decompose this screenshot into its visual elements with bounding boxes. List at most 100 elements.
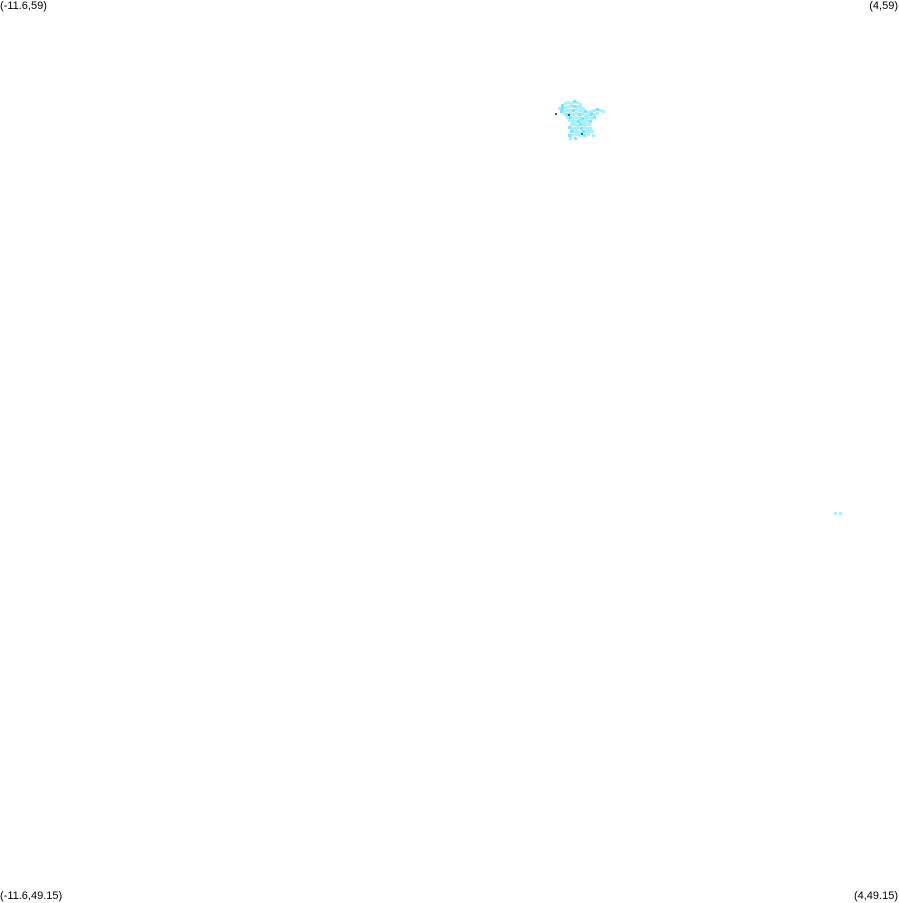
density-cell xyxy=(602,110,605,113)
density-cell xyxy=(582,107,585,110)
density-cell xyxy=(590,110,593,113)
density-cell xyxy=(588,123,591,126)
density-cell xyxy=(580,127,583,130)
density-cell xyxy=(590,113,593,116)
density-cell xyxy=(564,102,567,105)
density-cell xyxy=(579,103,582,106)
density-cell xyxy=(578,113,581,116)
density-cell xyxy=(579,131,582,134)
density-cell xyxy=(563,110,566,113)
density-cell xyxy=(573,105,576,108)
density-cell xyxy=(579,123,582,126)
density-cell xyxy=(570,102,573,105)
density-cell xyxy=(571,120,574,123)
density-cell xyxy=(581,110,584,113)
density-cells xyxy=(558,100,842,515)
density-cell xyxy=(566,109,569,112)
point-markers xyxy=(555,113,583,135)
density-cell xyxy=(587,133,590,136)
density-cell xyxy=(567,101,570,104)
density-cell xyxy=(571,127,574,130)
density-cell xyxy=(567,105,570,108)
density-cell xyxy=(584,114,587,117)
density-cell xyxy=(579,106,582,109)
density-cell xyxy=(573,123,576,126)
density-cell xyxy=(578,134,581,137)
density-cell xyxy=(576,101,579,104)
density-cell xyxy=(581,113,584,116)
density-cell xyxy=(572,117,575,120)
density-cell xyxy=(580,120,583,123)
density-cell xyxy=(576,105,579,108)
density-cell xyxy=(581,117,584,120)
corner-label-bottom-right: (4,49.15) xyxy=(853,890,898,902)
density-cell xyxy=(593,113,596,116)
density-cell xyxy=(599,109,602,112)
density-cell xyxy=(569,112,572,115)
density-cell xyxy=(566,113,569,116)
density-cell xyxy=(569,109,572,112)
density-cell xyxy=(574,127,577,130)
density-cell xyxy=(596,108,599,111)
density-cell xyxy=(577,120,580,123)
density-cell xyxy=(566,116,569,119)
density-cell xyxy=(570,105,573,108)
point-marker xyxy=(568,114,570,116)
density-cell xyxy=(561,104,564,107)
density-cell xyxy=(582,130,585,133)
density-cell xyxy=(575,116,578,119)
corner-label-top-right: (4,59) xyxy=(869,0,898,12)
density-cell xyxy=(582,123,585,126)
density-cell xyxy=(839,512,842,515)
corner-label-top-left: (-11.6,59) xyxy=(0,0,47,12)
density-cell xyxy=(563,113,566,116)
density-cell xyxy=(574,120,577,123)
density-cell xyxy=(572,109,575,112)
density-cell xyxy=(572,113,575,116)
density-cell xyxy=(585,130,588,133)
density-cell xyxy=(592,134,595,137)
density-cell xyxy=(568,119,571,122)
density-cell xyxy=(575,112,578,115)
density-cell xyxy=(590,117,593,120)
density-cell xyxy=(564,106,567,109)
density-cell xyxy=(573,100,576,103)
density-cell xyxy=(576,124,579,127)
density-cell xyxy=(571,134,574,137)
density-cell xyxy=(587,114,590,117)
density-cell xyxy=(575,133,578,136)
density-cell xyxy=(593,109,596,112)
density-cell xyxy=(589,127,592,130)
density-cell xyxy=(588,130,591,133)
density-cell xyxy=(578,109,581,112)
density-cell xyxy=(583,120,586,123)
density-cell xyxy=(578,117,581,120)
density-cell xyxy=(568,126,571,129)
density-cell xyxy=(591,130,594,133)
point-marker xyxy=(555,113,557,115)
density-cell xyxy=(577,126,580,129)
density-cell xyxy=(587,111,590,114)
density-cell xyxy=(584,110,587,113)
density-cell xyxy=(570,130,573,133)
density-cell xyxy=(596,112,599,115)
density-cell xyxy=(585,123,588,126)
density-cell xyxy=(576,130,579,133)
density-cell xyxy=(558,107,561,110)
density-cell xyxy=(587,116,590,119)
density-cell xyxy=(586,127,589,130)
corner-label-bottom-left: (-11.6,49.15) xyxy=(0,890,63,902)
density-cell xyxy=(589,120,592,123)
density-cell xyxy=(569,116,572,119)
density-cell xyxy=(570,123,573,126)
density-cell xyxy=(586,119,589,122)
point-marker xyxy=(581,133,583,135)
density-cell xyxy=(573,130,576,133)
density-cell xyxy=(834,512,837,515)
density-cell xyxy=(569,137,572,140)
density-cell xyxy=(561,107,564,110)
density-cell xyxy=(583,126,586,129)
density-cell xyxy=(584,117,587,120)
density-cell xyxy=(575,108,578,111)
